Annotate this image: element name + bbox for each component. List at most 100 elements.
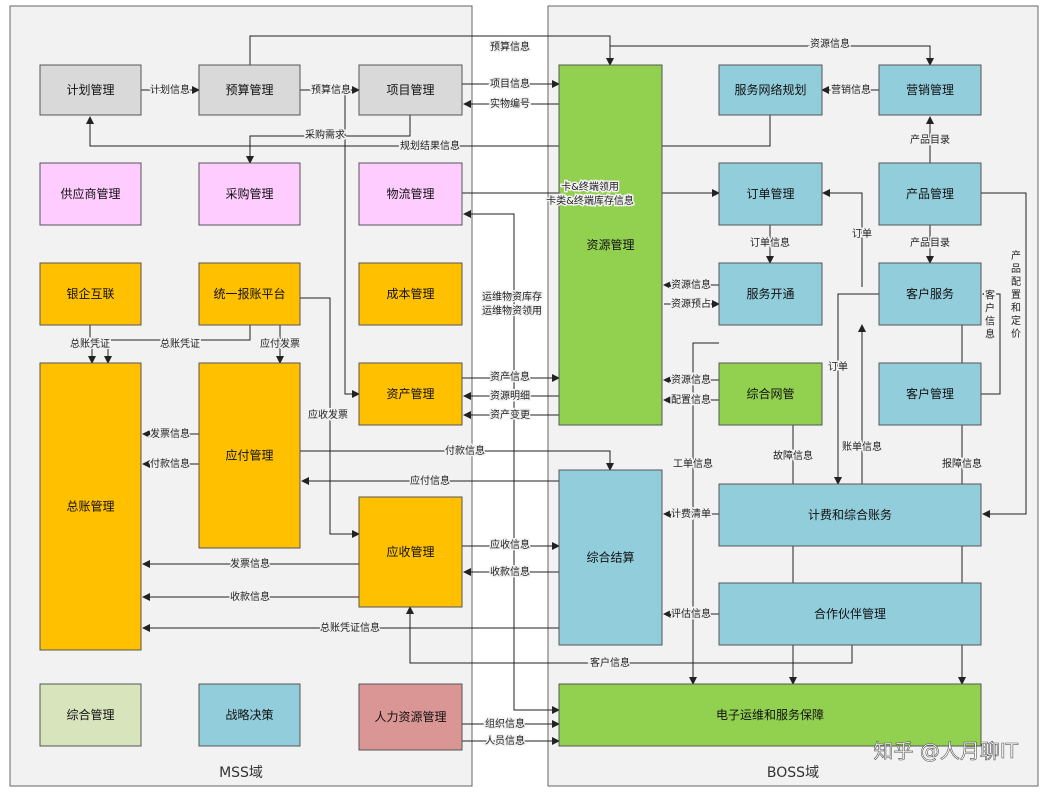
box-xiangmu-rect: [358, 64, 463, 116]
box-yusuan-rect: [198, 64, 301, 116]
box-fuwuwl: 服务网络规划: [718, 64, 823, 116]
box-yingxiao-rect: [878, 64, 982, 116]
edge-label-dingdan_lbl: 订单: [852, 228, 872, 240]
box-zongzhang-label: 总账管理: [66, 499, 114, 514]
box-renli: 人力资源管理: [358, 683, 463, 751]
edge-label-yw_kc: 运维物资库存: [482, 290, 542, 303]
box-jihua-rect: [39, 64, 142, 116]
box-zonghe-label: 综合管理: [66, 707, 114, 722]
box-wuliu-rect: [358, 162, 463, 226]
edge-label-bz_xx: 报障信息: [942, 457, 982, 470]
box-wuliu: 物流管理: [358, 162, 463, 226]
edge-label-fk_xx1: 付款信息: [150, 457, 190, 470]
edge-label-zy_mx: 资源明细: [490, 389, 530, 402]
box-fuwuwl-rect: [718, 64, 823, 116]
edge-label-gh_js: 规划结果信息: [400, 139, 460, 152]
edge-purchase-need: [246, 115, 411, 164]
edge-labels: 预算信息资源信息计划信息预算信息项目信息实物编号营销信息采购需求规划结果信息产品…: [69, 36, 1022, 749]
edge-transfer-asset: [344, 90, 360, 398]
edge-label-cp_ml2: 产品目录: [910, 236, 950, 249]
edge-label-ys_xx: 预算信息: [311, 83, 351, 96]
box-caigou: 采购管理: [198, 162, 301, 226]
box-kehufw-rect: [878, 262, 982, 326]
edge-payment-info2: [300, 450, 614, 471]
box-zhanlue-rect: [198, 683, 301, 747]
edge-label-zy_xx2: 资源信息: [671, 373, 711, 386]
box-chanpin: 产品管理: [878, 162, 982, 226]
box-baozhang: 统一报账平台: [198, 262, 301, 326]
edge-label-fk_xx2: 付款信息: [445, 444, 485, 457]
box-jiesuan-label: 综合结算: [586, 550, 634, 565]
edge-label-fp_xx1: 发票信息: [150, 427, 190, 440]
edge-label-zz_xx: 组织信息: [485, 717, 525, 730]
edge-label-jf_qd: 计费清单: [671, 507, 711, 520]
connector-lines: [86, 35, 1027, 745]
box-yingxiao-label: 营销管理: [906, 82, 954, 97]
edge-label-kh_xx_v: 客户信息: [985, 289, 995, 341]
edge-label-gz_xx: 故障信息: [773, 449, 813, 462]
edge-label-zy_xx1: 资源信息: [671, 278, 711, 291]
edge-ops-support: [513, 440, 560, 714]
box-yingshou-label: 应收管理: [386, 544, 434, 559]
box-gongying: 供应商管理: [39, 162, 142, 226]
box-yinqi-rect: [39, 262, 142, 326]
box-zhanlue: 战略决策: [198, 683, 301, 747]
box-jihua-label: 计划管理: [66, 82, 114, 97]
box-huoban: 合作伙伴管理: [718, 582, 982, 646]
box-kehugl-rect: [878, 362, 982, 426]
box-zongzhang-rect: [39, 362, 142, 651]
box-kehufw: 客户服务: [878, 262, 982, 326]
box-kehufw-label: 客户服务: [906, 286, 954, 301]
edge-label-zz_pz_xx: 总账凭证信息: [320, 621, 380, 634]
box-jihua: 计划管理: [39, 64, 142, 116]
box-dingdan-rect: [718, 162, 823, 226]
edge-label-yw_ly: 运维物资领用: [482, 304, 542, 317]
edge-order2: [834, 293, 879, 485]
edge-label-pg_xx: 评估信息: [671, 607, 711, 620]
box-chanpin-label: 产品管理: [906, 186, 954, 201]
box-xiangmu: 项目管理: [358, 64, 463, 116]
boss-domain-label: BOSS域: [767, 765, 819, 781]
box-yinqi: 银企互联: [39, 262, 142, 326]
watermark: 知乎 @人月聊IT: [874, 739, 1019, 763]
box-zonghe-rect: [39, 683, 142, 747]
box-ziyuan-rect: [558, 64, 663, 426]
edge-label-gd_xx: 工单信息: [673, 457, 713, 470]
edge-gl-voucher2: [88, 325, 251, 364]
box-zichan-label: 资产管理: [386, 386, 434, 401]
edge-label-fp_xx2: 发票信息: [230, 557, 270, 570]
box-xiangmu-label: 项目管理: [386, 82, 434, 97]
edge-label-zd_xx: 账单信息: [842, 440, 882, 453]
box-kehugl: 客户管理: [878, 362, 982, 426]
box-caigou-label: 采购管理: [225, 186, 273, 201]
box-dianzi-rect: [558, 683, 982, 747]
box-dianzi: 电子运维和服务保障: [558, 683, 982, 747]
box-yinqi-label: 银企互联: [66, 286, 114, 301]
box-jifei-label: 计费和综合账务: [808, 507, 892, 522]
edge-label-cp_ml1: 产品目录: [910, 133, 950, 146]
edge-label-pz_xx: 配置信息: [671, 393, 711, 406]
box-zichan: 资产管理: [358, 362, 463, 426]
box-dingdan-label: 订单管理: [746, 186, 794, 201]
edge-label-bg: [984, 288, 996, 343]
box-huoban-label: 合作伙伴管理: [814, 606, 886, 621]
box-yingfu: 应付管理: [198, 362, 301, 549]
box-renli-label: 人力资源管理: [374, 709, 446, 724]
box-jifei: 计费和综合账务: [718, 483, 982, 547]
box-kehugl-label: 客户管理: [906, 386, 954, 401]
box-dingdan: 订单管理: [718, 162, 823, 226]
edge-label-sk_xx2: 收款信息: [230, 590, 270, 603]
box-chengben-label: 成本管理: [386, 286, 434, 301]
edge-label-xm_xx: 项目信息: [490, 77, 530, 90]
box-gongying-label: 供应商管理: [60, 186, 120, 201]
box-baozhang-rect: [198, 262, 301, 326]
edge-label-cg_xq: 采购需求: [305, 128, 345, 141]
edge-label-zz_pz1: 总账凭证: [70, 337, 110, 350]
box-yusuan: 预算管理: [198, 64, 301, 116]
edge-label-zy_top: 资源信息: [810, 37, 850, 50]
edge-work-order: [689, 342, 719, 685]
box-yingshou-rect: [358, 496, 463, 608]
box-zhanlue-label: 战略决策: [225, 707, 273, 722]
box-yingshou: 应收管理: [358, 496, 463, 608]
